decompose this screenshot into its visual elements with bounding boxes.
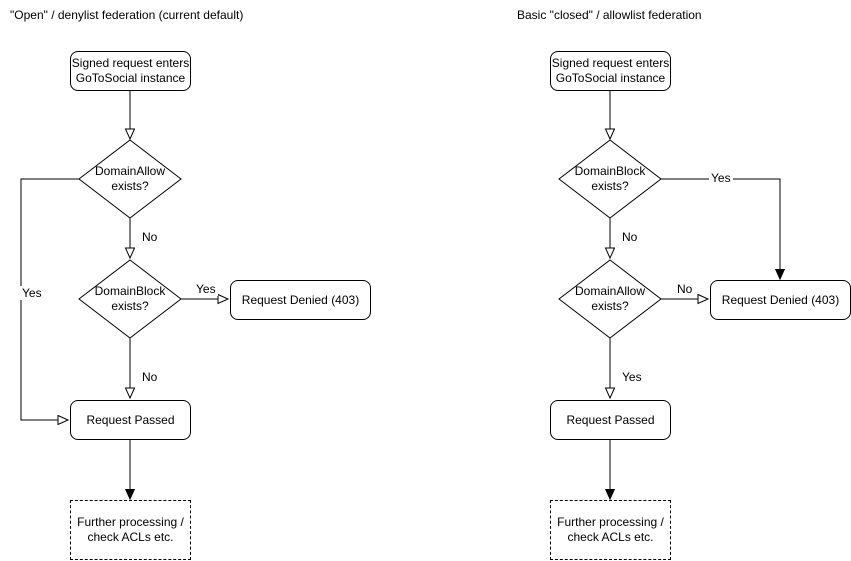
further-line1: Further processing /: [77, 515, 184, 529]
request-denied-label: Request Denied (403): [241, 292, 360, 307]
decision1-line1: DomainBlock: [574, 164, 646, 178]
node-request-denied: Request Denied (403): [710, 280, 851, 320]
node-decision-domainblock-label: DomainBlock exists?: [560, 164, 660, 194]
node-decision-domainallow-label: DomainAllow exists?: [560, 284, 660, 314]
node-request-denied: Request Denied (403): [230, 280, 371, 320]
edge-label-no: No: [140, 370, 160, 384]
node-start-line2: GoToSocial instance: [555, 71, 666, 85]
node-start: Signed request enters GoToSocial instanc…: [550, 51, 671, 91]
decision2-line2: exists?: [111, 299, 149, 313]
edge-label-no: No: [620, 230, 640, 244]
node-decision-domainallow-label: DomainAllow exists?: [80, 164, 180, 194]
node-start-line2: GoToSocial instance: [75, 71, 186, 85]
node-request-passed: Request Passed: [70, 400, 191, 440]
decision-diamond-domainblock-right: [558, 139, 662, 219]
decision2-line2: exists?: [591, 299, 629, 313]
node-further-processing: Further processing / check ACLs etc.: [70, 500, 191, 560]
edge-label-no: No: [140, 230, 160, 244]
further-line2: check ACLs etc.: [87, 530, 174, 544]
decision2-line1: DomainBlock: [94, 284, 166, 298]
decision1-line2: exists?: [111, 179, 149, 193]
decision1-line2: exists?: [591, 179, 629, 193]
edge-label-no: No: [675, 282, 695, 296]
node-request-passed: Request Passed: [550, 400, 671, 440]
chart-title: Basic "closed" / allowlist federation: [517, 8, 702, 22]
edge-label-yes: Yes: [709, 171, 733, 185]
edge-label-yes: Yes: [194, 282, 218, 296]
decision1-line1: DomainAllow: [94, 164, 166, 178]
request-passed-label: Request Passed: [86, 412, 175, 427]
node-start-line1: Signed request enters: [71, 56, 190, 70]
further-line1: Further processing /: [557, 515, 664, 529]
further-line2: check ACLs etc.: [567, 530, 654, 544]
edge-label-yes: Yes: [620, 370, 644, 384]
request-passed-label: Request Passed: [566, 412, 655, 427]
chart-title: "Open" / denylist federation (current de…: [10, 8, 244, 22]
decision2-line1: DomainAllow: [574, 284, 646, 298]
decision-diamond-domainblock-left: [78, 259, 182, 339]
node-further-processing: Further processing / check ACLs etc.: [550, 500, 671, 560]
node-start-line1: Signed request enters: [551, 56, 670, 70]
edge-label-yes: Yes: [20, 286, 44, 300]
request-denied-label: Request Denied (403): [721, 292, 840, 307]
decision-diamond-domainallow-right: [558, 259, 662, 339]
edge-right-domainblock-yes-to-denied: [661, 178, 780, 279]
decision-diamond-domainallow-left: [78, 139, 182, 219]
node-decision-domainblock-label: DomainBlock exists?: [80, 284, 180, 314]
node-start: Signed request enters GoToSocial instanc…: [70, 51, 191, 91]
